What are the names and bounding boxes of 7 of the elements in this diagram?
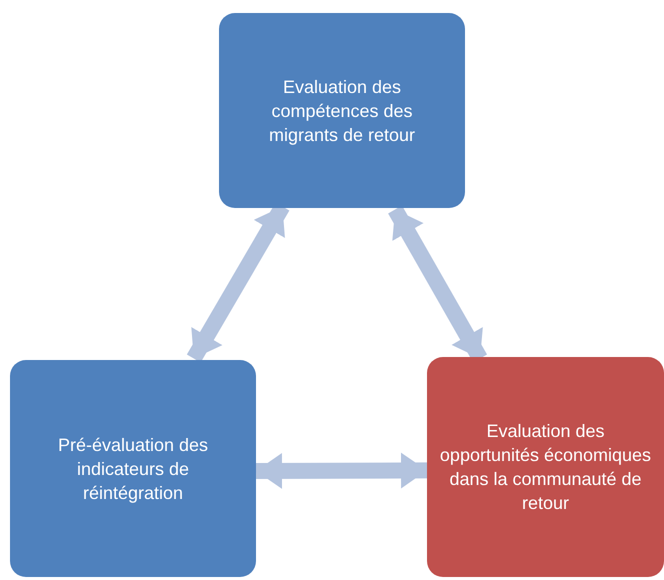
process-box: [219, 13, 465, 208]
process-box: [427, 357, 664, 577]
double-arrow: [256, 452, 428, 489]
box-label: Evaluation des compétences des migrants de retour: [268, 76, 416, 146]
process-box: [10, 360, 256, 577]
box-label: Pré-évaluation des indicateurs de réintégration: [56, 434, 210, 504]
box-label: Evaluation des opportunités économiques dans la communauté de retour: [439, 420, 652, 515]
